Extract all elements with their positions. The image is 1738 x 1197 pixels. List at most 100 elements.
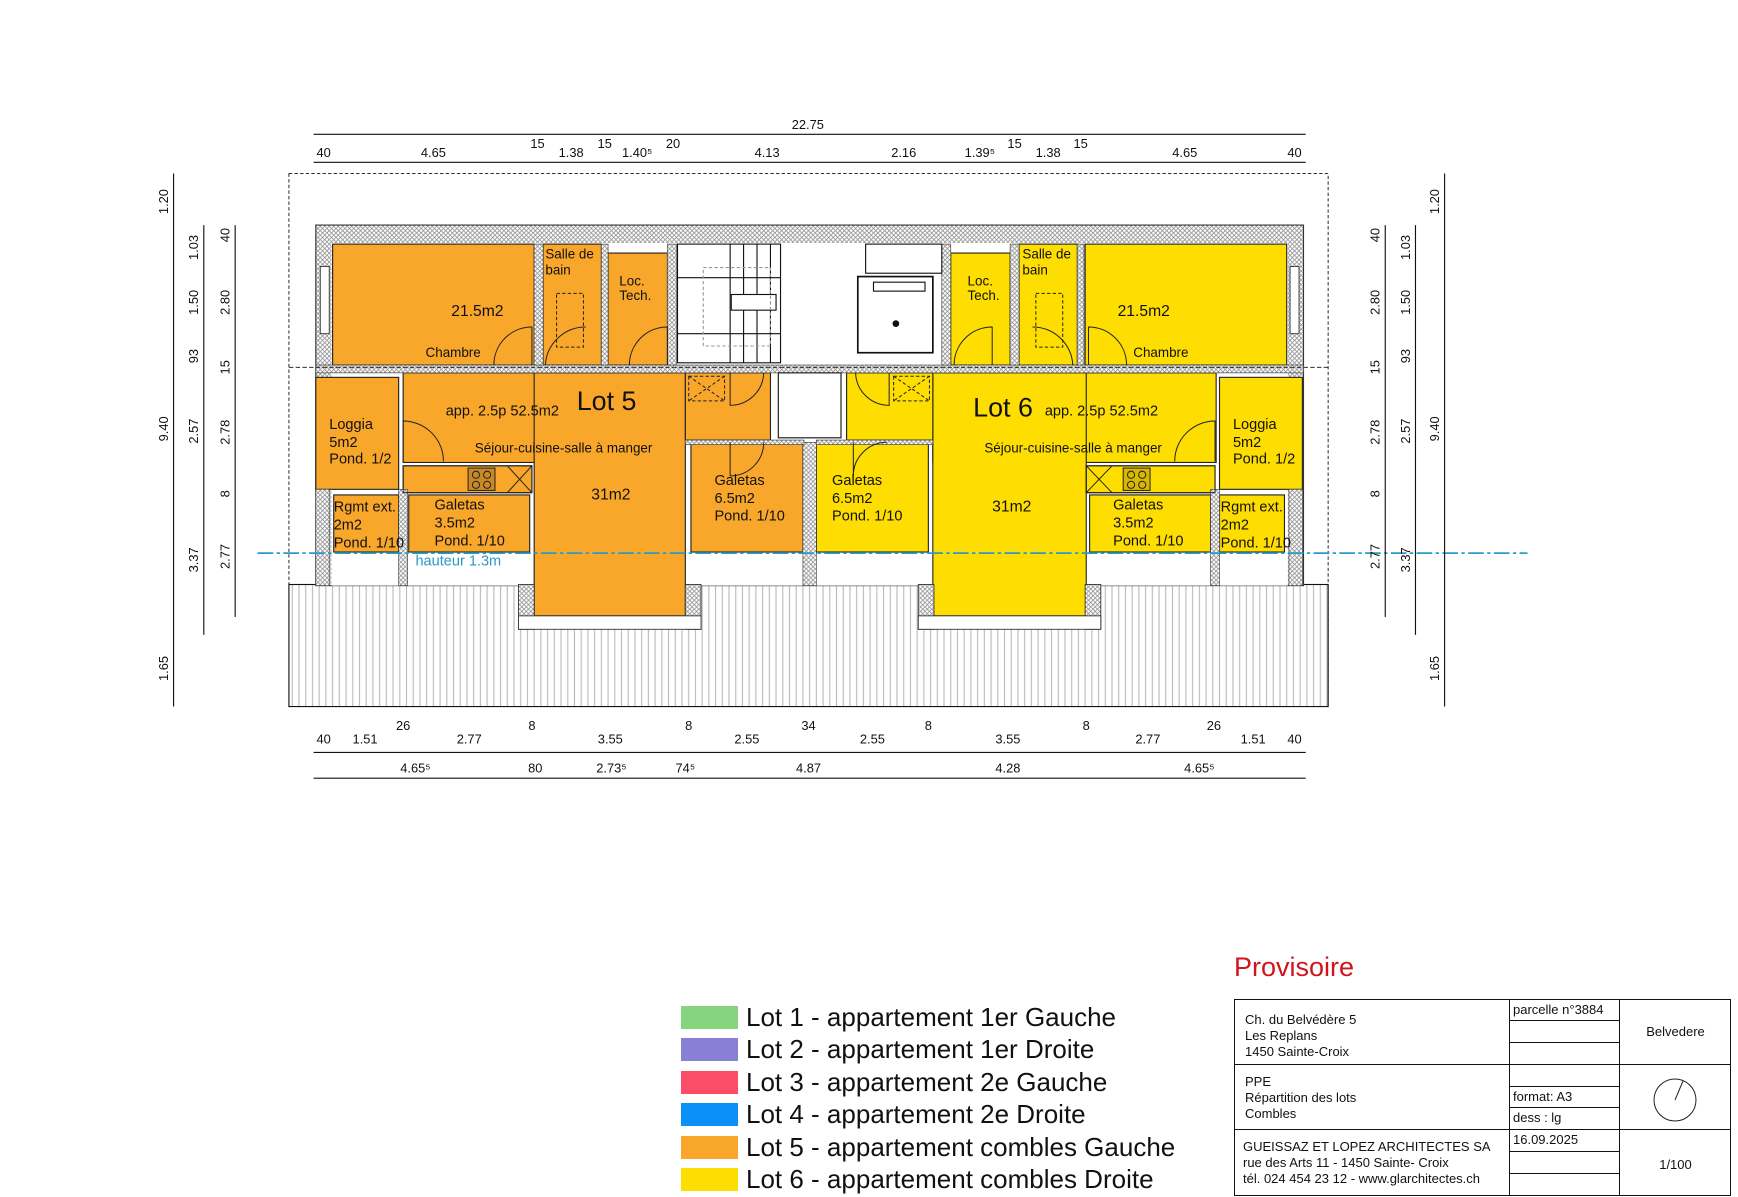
dimension-label: 4.65⁵ xyxy=(400,761,430,776)
dimension-label: 1.50 xyxy=(186,290,201,315)
dimension-label: 2.57 xyxy=(1398,419,1413,444)
status-provisoire: Provisoire xyxy=(1234,952,1355,982)
dimension-label: 4.65 xyxy=(421,145,446,160)
svg-text:22.75: 22.75 xyxy=(792,117,824,132)
dimension-label: 1.38 xyxy=(559,145,584,160)
svg-text:Salle de: Salle de xyxy=(1022,247,1071,262)
svg-text:Lot 6: Lot 6 xyxy=(973,393,1033,423)
dimension-label: 9.40 xyxy=(156,416,171,441)
legend-swatch xyxy=(681,1038,738,1062)
dimension-label: 93 xyxy=(186,349,201,363)
svg-text:Chambre: Chambre xyxy=(1133,345,1188,360)
dimension-label: 8 xyxy=(218,490,233,497)
dimension-label: 40 xyxy=(1287,145,1301,160)
dimension-label: 40 xyxy=(1368,228,1383,242)
svg-text:Tech.: Tech. xyxy=(619,288,651,303)
dimension-label: 2.16 xyxy=(891,145,916,160)
dimension-label: 15 xyxy=(598,136,612,151)
dimension-label: 1.51 xyxy=(353,732,378,747)
scale: 1/100 xyxy=(1659,1157,1692,1172)
legend-item: Lot 1 - appartement 1er Gauche xyxy=(681,1001,1175,1034)
dimension-label: 40 xyxy=(218,228,233,242)
project-name: Belvedere xyxy=(1646,1024,1705,1039)
svg-text:Lot 5: Lot 5 xyxy=(577,386,637,416)
dimension-label: 1.03 xyxy=(186,235,201,260)
dimension-label: 2.78 xyxy=(218,420,233,445)
dimension-label: 1.39⁵ xyxy=(965,145,995,160)
roof-eave xyxy=(288,583,1329,708)
svg-text:Rgmt ext.: Rgmt ext. xyxy=(1221,500,1283,516)
svg-text:2m2: 2m2 xyxy=(1221,518,1249,534)
lot-5-labels: 21.5m2 Chambre Salle de bain Loc. Tech. … xyxy=(329,247,785,552)
dimension-label: 1.65 xyxy=(156,656,171,681)
dimension-label: 2.78 xyxy=(1368,420,1383,445)
dimension-label: 3.37 xyxy=(1398,547,1413,572)
svg-text:6.5m2: 6.5m2 xyxy=(832,491,872,507)
dimension-label: 8 xyxy=(1083,718,1090,733)
svg-text:3.5m2: 3.5m2 xyxy=(1113,515,1153,531)
svg-text:31m2: 31m2 xyxy=(992,499,1031,516)
legend-item: Lot 4 - appartement 2e Droite xyxy=(681,1099,1175,1132)
dimension-label: 80 xyxy=(528,761,542,776)
dimension-label: 74⁵ xyxy=(676,761,696,776)
svg-text:31m2: 31m2 xyxy=(591,486,630,503)
format: format: A3 xyxy=(1513,1089,1573,1104)
dimension-label: 2.55 xyxy=(860,732,885,747)
dimension-label: 3.37 xyxy=(186,547,201,572)
svg-text:Pond. 1/2: Pond. 1/2 xyxy=(1233,452,1295,468)
legend-swatch xyxy=(681,1070,738,1094)
dimension-label: 1.20 xyxy=(1427,189,1442,214)
dimension-label: 8 xyxy=(925,718,932,733)
svg-text:Galetas: Galetas xyxy=(1113,497,1163,513)
dimension-label: 2.77 xyxy=(1135,732,1160,747)
legend-swatch xyxy=(681,1168,738,1192)
svg-text:5m2: 5m2 xyxy=(1233,435,1261,451)
dimension-label: 1.20 xyxy=(156,189,171,214)
lot-6-area xyxy=(815,243,1303,617)
dimension-label: 15 xyxy=(218,360,233,374)
legend: Lot 1 - appartement 1er Gauche Lot 2 - a… xyxy=(681,1001,1175,1196)
dimension-label: 40 xyxy=(316,732,330,747)
svg-text:app. 2.5p 52.5m2: app. 2.5p 52.5m2 xyxy=(1045,403,1158,419)
svg-text:5m2: 5m2 xyxy=(329,435,357,451)
dimension-label: 26 xyxy=(1207,718,1221,733)
dimension-label: 34 xyxy=(801,718,815,733)
dimension-label: 2.80 xyxy=(1368,290,1383,315)
dimension-label: 40 xyxy=(1287,732,1301,747)
north-arrow-icon xyxy=(1652,1077,1698,1123)
dimension-label: 20 xyxy=(666,136,680,151)
corridor xyxy=(777,372,842,439)
dimension-label: 2.80 xyxy=(218,290,233,315)
dimension-lines xyxy=(173,133,1446,779)
parcel-number: parcelle n°3884 xyxy=(1513,1002,1604,1017)
svg-text:21.5m2: 21.5m2 xyxy=(1118,303,1170,320)
date: 16.09.2025 xyxy=(1513,1132,1579,1147)
side-dimensions: 1.20 9.40 1.65 1.03 1.50 93 2.57 3.37 40 2.80 15 2.… xyxy=(156,189,1442,681)
svg-text:bain: bain xyxy=(545,262,570,277)
legend-swatch xyxy=(681,1103,738,1127)
svg-text:Loggia: Loggia xyxy=(329,417,374,433)
legend-swatch xyxy=(681,1005,738,1029)
legend-item: Lot 3 - appartement 2e Gauche xyxy=(681,1066,1175,1099)
legend-item: Lot 5 - appartement combles Gauche xyxy=(681,1131,1175,1164)
dimension-label: 1.65 xyxy=(1427,656,1442,681)
svg-text:Loc.: Loc. xyxy=(968,274,993,289)
svg-text:Pond. 1/10: Pond. 1/10 xyxy=(334,536,404,552)
dimension-label: 4.87 xyxy=(796,761,821,776)
dimension-label: 2.77 xyxy=(218,544,233,569)
lot-6-labels: 21.5m2 Chambre Salle de bain Loc. Tech. … xyxy=(832,247,1295,552)
dimension-label: 15 xyxy=(1368,360,1383,374)
svg-text:Séjour-cuisine-salle à manger: Séjour-cuisine-salle à manger xyxy=(475,440,653,455)
dimension-label: 8 xyxy=(685,718,692,733)
dimension-label: 9.40 xyxy=(1427,416,1442,441)
dimension-label: 1.51 xyxy=(1241,732,1266,747)
dimension-label: 3.55 xyxy=(598,732,623,747)
dimension-label: 1.03 xyxy=(1398,235,1413,260)
dimension-label: 2.77 xyxy=(1368,544,1383,569)
